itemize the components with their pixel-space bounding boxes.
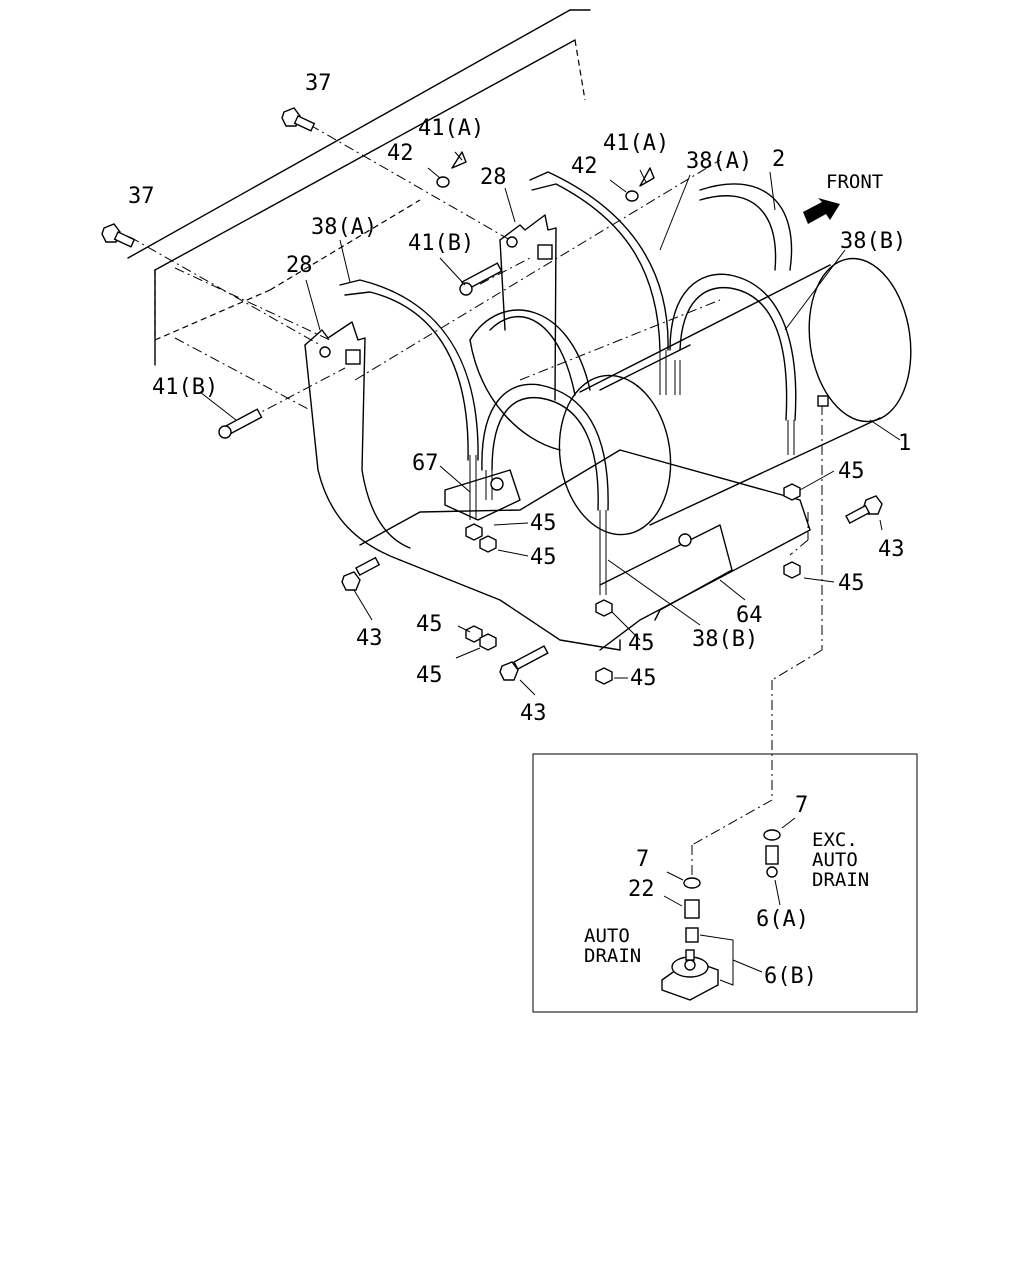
label-45-h: 45 [630, 666, 657, 691]
pin-41a-right [639, 167, 655, 187]
drain-plug-top [817, 395, 829, 407]
label-22: 22 [628, 877, 655, 902]
label-45-e: 45 [416, 612, 443, 637]
cross-members [359, 449, 811, 651]
bolt-37-left [101, 223, 136, 248]
bolt-41b-left [218, 408, 263, 439]
label-28-left: 28 [286, 253, 313, 278]
label-45-b: 45 [530, 511, 557, 536]
bolt-43-bottom [499, 645, 549, 681]
label-43-bottom: 43 [520, 701, 547, 726]
callout-labels: 37 37 41(A) 41(A) 42 42 28 28 38(A) 38(A… [128, 71, 911, 989]
label-6b: 6(B) [764, 964, 817, 989]
label-38a-right: 38(A) [686, 149, 752, 174]
inset-box [532, 753, 918, 1013]
label-41a-right: 41(A) [603, 131, 669, 156]
label-41a-left: 41(A) [418, 116, 484, 141]
label-45-d: 45 [838, 571, 865, 596]
label-38a-left: 38(A) [311, 215, 377, 240]
label-7-right: 7 [795, 793, 808, 818]
nuts-45 [465, 483, 801, 685]
pin-41a-left [451, 151, 467, 169]
label-41b-mid: 41(B) [408, 231, 474, 256]
label-37-left: 37 [128, 184, 155, 209]
label-41b-left: 41(B) [152, 375, 218, 400]
label-2: 2 [772, 147, 785, 172]
label-38b-bottom: 38(B) [692, 627, 758, 652]
label-exc-line2: AUTO [812, 849, 858, 871]
frame-rail [127, 9, 591, 366]
label-7-left: 7 [636, 847, 649, 872]
air-tank [469, 183, 912, 536]
label-front: FRONT [826, 171, 883, 193]
label-45-a: 45 [838, 459, 865, 484]
label-exc-line3: DRAIN [812, 869, 869, 891]
label-45-g: 45 [416, 663, 443, 688]
brackets [304, 214, 557, 561]
label-28-right: 28 [480, 165, 507, 190]
label-43-right: 43 [878, 537, 905, 562]
label-exc-line1: EXC. [812, 829, 858, 851]
washer-42-left [436, 176, 450, 188]
center-lines [129, 124, 823, 880]
label-45-c: 45 [530, 545, 557, 570]
bolt-37-top [281, 107, 316, 132]
label-auto-line2: DRAIN [584, 945, 641, 967]
label-64: 64 [736, 603, 763, 628]
front-arrow-icon [803, 198, 840, 224]
label-67: 67 [412, 451, 439, 476]
label-45-f: 45 [628, 631, 655, 656]
label-42-left: 42 [387, 141, 414, 166]
label-auto-line1: AUTO [584, 925, 630, 947]
bolt-43-left [341, 556, 381, 591]
leader-lines [199, 151, 901, 696]
bolt-41b-mid [459, 262, 503, 296]
label-37-top: 37 [305, 71, 332, 96]
bolt-43-right [845, 495, 883, 525]
washer-42-right [625, 190, 639, 202]
bolts [101, 107, 883, 681]
label-42-right: 42 [571, 154, 598, 179]
label-43-left: 43 [356, 626, 383, 651]
label-6a: 6(A) [756, 907, 809, 932]
label-38b-top: 38(B) [840, 229, 906, 254]
label-1: 1 [898, 431, 911, 456]
